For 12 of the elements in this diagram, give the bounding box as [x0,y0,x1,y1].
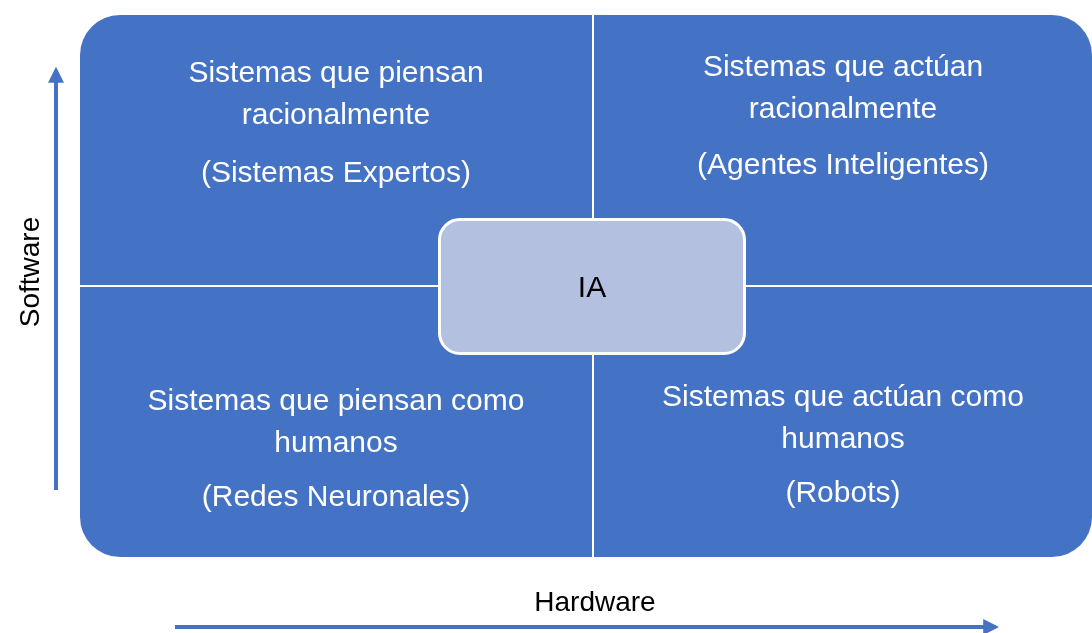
quadrant-example: (Sistemas Expertos) [200,154,472,190]
center-box [438,218,746,355]
quadrant-title: Sistemas que piensan como humanos [146,382,526,460]
quadrant-example: (Agentes Inteligentes) [697,146,989,182]
quadrant-title: Sistemas que actúan como humanos [661,378,1025,456]
quadrant-title: IA [577,268,607,305]
quadrant-example: (Redes Neuronales) [201,478,471,514]
axis-label: Software [14,216,46,328]
quadrant-title: Sistemas que actúan racionalmente [701,48,985,126]
quadrant-title: Sistemas que piensan racionalmente [187,54,485,132]
axis-label: Hardware [534,586,656,618]
quadrant-example: (Robots) [785,474,901,510]
